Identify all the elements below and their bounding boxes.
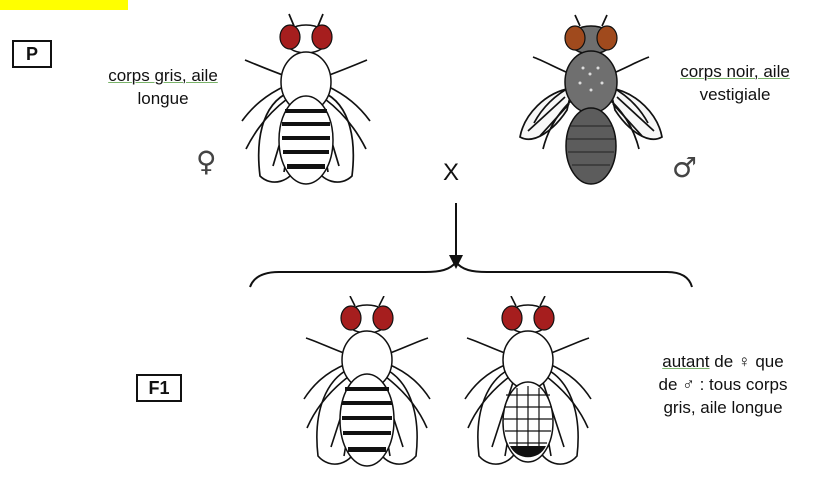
male-antennae (575, 15, 607, 26)
f1-fly-1-left-eye (341, 306, 361, 330)
male-left-eye (565, 26, 585, 50)
f1-fly-2-left-eye (502, 306, 522, 330)
f1-fly-2-thorax (503, 331, 553, 389)
f1-fly-2-right-eye (534, 306, 554, 330)
male-thorax (565, 51, 617, 113)
female-left-eye (280, 25, 300, 49)
female-fly-drawing (221, 10, 391, 195)
male-fly-drawing (506, 10, 676, 195)
f1-fly-2-drawing (443, 296, 613, 480)
offspring-brace (250, 262, 692, 287)
male-abdomen (566, 108, 616, 184)
female-antennae (289, 14, 323, 26)
f1-fly-1-right-eye (373, 306, 393, 330)
f1-fly-1-drawing (282, 296, 452, 480)
male-right-eye (597, 26, 617, 50)
female-right-eye (312, 25, 332, 49)
